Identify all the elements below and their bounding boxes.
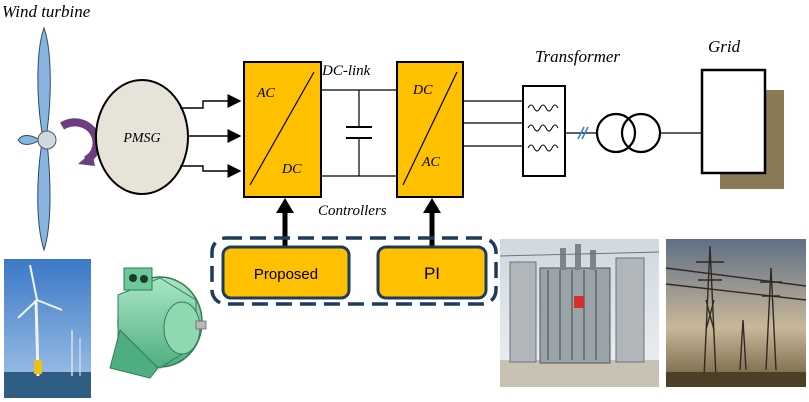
pi-controller-label: PI	[424, 264, 440, 283]
controller-arrows	[276, 198, 441, 247]
pi-controller-box[interactable]	[376, 245, 488, 300]
grid-label: Grid	[708, 37, 741, 56]
pmsg-generator	[95, 79, 189, 195]
transformer-label: Transformer	[535, 47, 620, 66]
rectifier-ac-label: AC	[256, 86, 276, 101]
inverter-converter	[396, 61, 464, 198]
two-coil-transformer-icon	[595, 112, 662, 154]
controllers-label: Controllers	[318, 203, 387, 219]
offshore-turbine-photo	[4, 259, 91, 398]
proposed-controller-label: Proposed	[254, 266, 318, 283]
filter-windings-box	[522, 85, 566, 177]
curved-arrow-head-icon	[78, 152, 95, 166]
grid-box	[700, 68, 767, 175]
controllers-dashed-group	[210, 236, 498, 306]
turbine-blades	[17, 26, 57, 252]
inverter-ac-label: AC	[421, 155, 441, 170]
proposed-controller-box[interactable]	[221, 245, 351, 300]
rectifier-dc-label: DC	[281, 162, 302, 177]
electric-motor-photo	[98, 262, 207, 390]
dc-link-capacitor	[321, 89, 397, 177]
substation-transformer-photo	[499, 239, 660, 387]
transmission-towers-photo	[665, 239, 807, 387]
rectifier-converter	[243, 61, 322, 198]
three-phase-slash	[581, 126, 589, 140]
inverter-dc-label: DC	[412, 83, 433, 98]
dc-link-label: DC-link	[321, 63, 371, 79]
inverter-output-lines	[463, 100, 522, 147]
wind-turbine-label: Wind turbine	[2, 2, 91, 21]
three-phase-slash	[577, 126, 585, 140]
generator-phase-lines	[180, 94, 242, 178]
pmsg-label: PMSG	[122, 131, 160, 146]
